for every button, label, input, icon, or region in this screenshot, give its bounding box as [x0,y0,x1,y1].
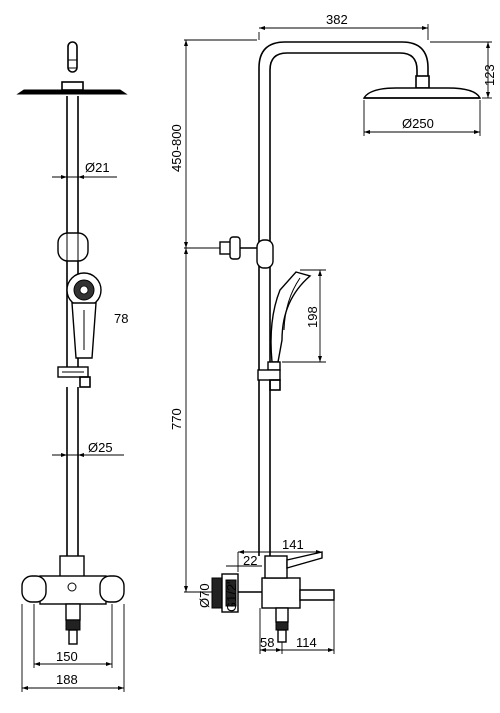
dim-250: Ø250 [363,100,481,136]
mixer-width-label: 188 [56,672,78,687]
dim-450-800: 450-800 [169,39,257,249]
side-riser-pipe [258,41,429,556]
front-upper-pipe [66,96,79,235]
spout-offset-label: 58 [260,635,274,650]
head-drop-label: 123 [482,64,497,86]
dim-141: 141 [237,537,322,572]
dim-58-114: 58 114 [259,600,335,654]
side-view: 382 123 Ø250 [169,12,497,654]
front-hand-shower: 78 [66,272,128,359]
head-diameter-label: Ø250 [402,116,434,131]
handshower-length-label: 78 [114,311,128,326]
adjustable-height-label: 450-800 [169,124,184,172]
escutcheon-diameter-label: Ø70 [197,583,212,608]
mixer-depth-label: 141 [282,537,304,552]
side-hand-shower [257,271,312,391]
handshower-height-label: 198 [305,306,320,328]
lower-height-label: 770 [169,408,184,430]
arm-reach-label: 382 [326,12,348,27]
front-slider [57,366,91,388]
dim-123: 123 [430,41,497,99]
dim-382: 382 [258,12,429,40]
front-lower-pipe [66,387,79,557]
inlet-spacing-label: 150 [56,649,78,664]
front-shower-head [16,81,128,95]
dim-150: 150 [33,604,113,668]
dim-198: 198 [282,269,326,363]
dim-770: 770 [169,248,214,593]
dim-22: 22 [226,553,262,568]
offset-label: 22 [243,553,257,568]
front-wall-bracket [57,232,89,262]
spout-length-label: 114 [296,635,317,650]
pipe-diameter-bottom-label: Ø25 [88,440,113,455]
pipe-diameter-top-label: Ø21 [85,160,110,175]
side-wall-bracket [219,236,274,269]
front-mixer [21,555,125,645]
dim-pipe-25: Ø25 [52,440,124,457]
front-top-cap [67,41,78,73]
front-view: Ø21 78 [16,41,128,692]
side-shower-head [362,75,482,99]
side-mixer [211,551,335,643]
dim-pipe-21: Ø21 [52,160,117,179]
dim-70-thread: Ø70 G1/2" [197,579,239,612]
dim-188: 188 [21,604,125,692]
thread-size-label: G1/2" [224,579,239,612]
